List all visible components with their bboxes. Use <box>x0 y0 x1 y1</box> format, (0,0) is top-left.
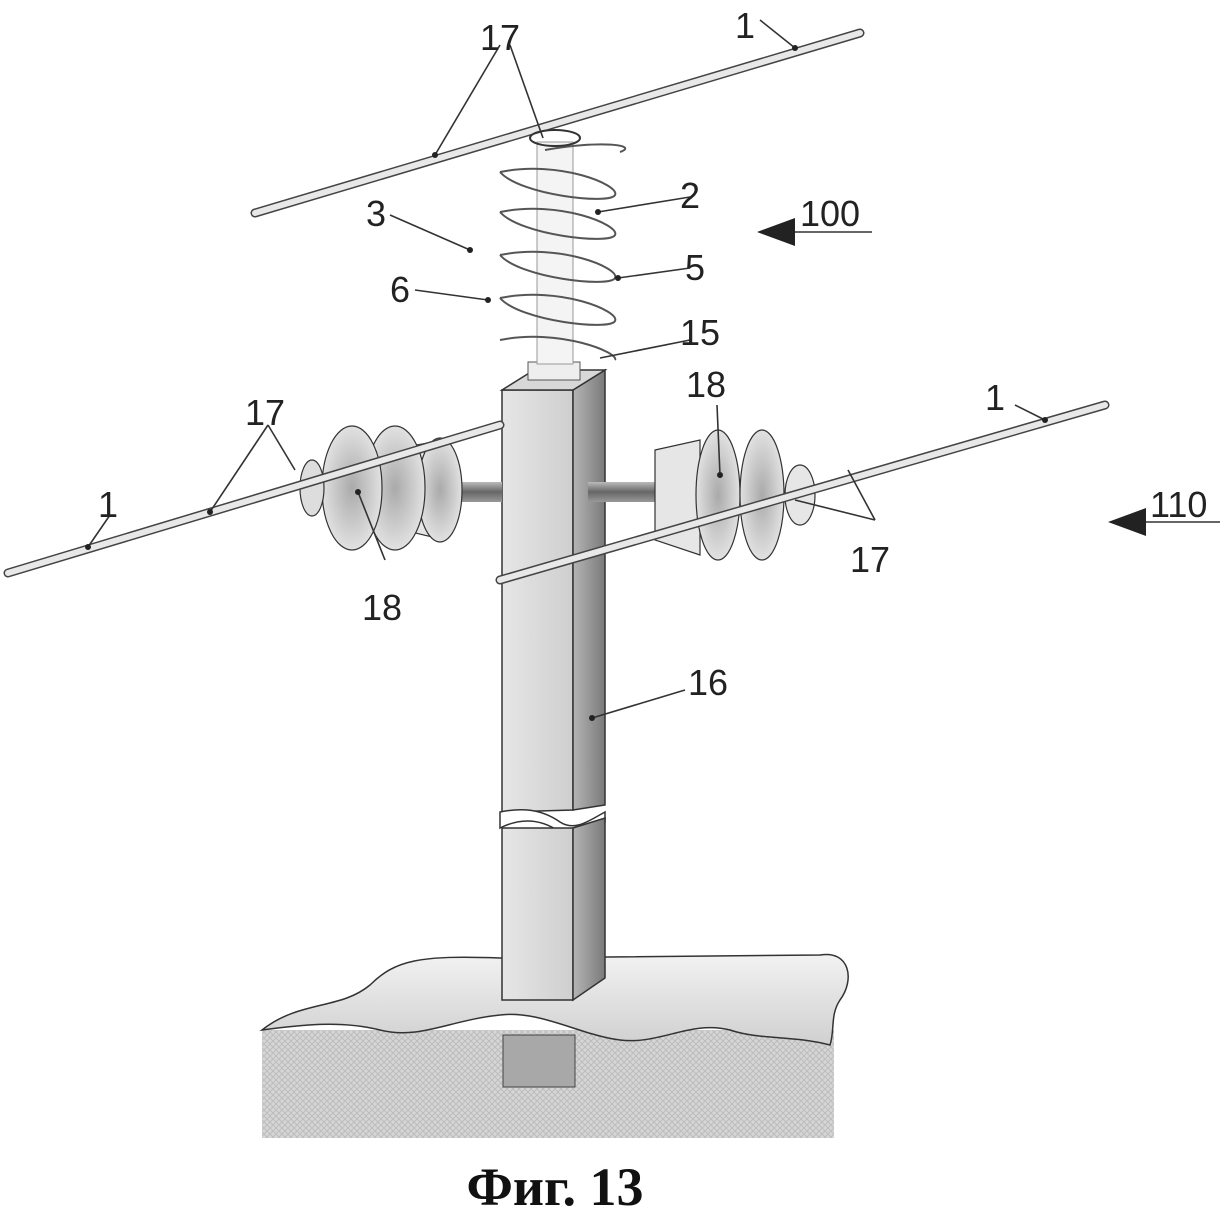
leaders <box>85 19 1048 721</box>
label-tie-right: 17 <box>850 539 890 580</box>
helical-device <box>499 129 627 365</box>
label-wire-right: 1 <box>985 377 1005 418</box>
label-insulator-right: 18 <box>686 364 726 405</box>
view-arrow-100 <box>757 218 872 246</box>
label-wire-left: 1 <box>98 484 118 525</box>
label-pole: 16 <box>688 662 728 703</box>
label-wire-top: 1 <box>735 5 755 46</box>
label-view-100: 100 <box>800 193 860 234</box>
label-helix-body: 3 <box>366 193 386 234</box>
label-helix-edge-5: 5 <box>685 247 705 288</box>
view-arrow-110 <box>1108 508 1220 536</box>
label-base-block: 15 <box>680 312 720 353</box>
wire-right <box>495 400 1110 585</box>
label-core: 2 <box>680 175 700 216</box>
pole-foundation <box>502 1034 576 1088</box>
label-view-110: 110 <box>1150 484 1207 525</box>
label-tie-left: 17 <box>245 392 285 433</box>
crossarm-right <box>588 482 658 502</box>
label-tie-top: 17 <box>480 17 520 58</box>
wire-top <box>250 28 865 218</box>
pole <box>499 361 608 1002</box>
base-block <box>527 361 581 381</box>
label-insulator-left: 18 <box>362 587 402 628</box>
label-helix-edge-6: 6 <box>390 269 410 310</box>
figure-caption: Фиг. 13 <box>467 1157 644 1216</box>
insulator-left <box>299 425 463 551</box>
